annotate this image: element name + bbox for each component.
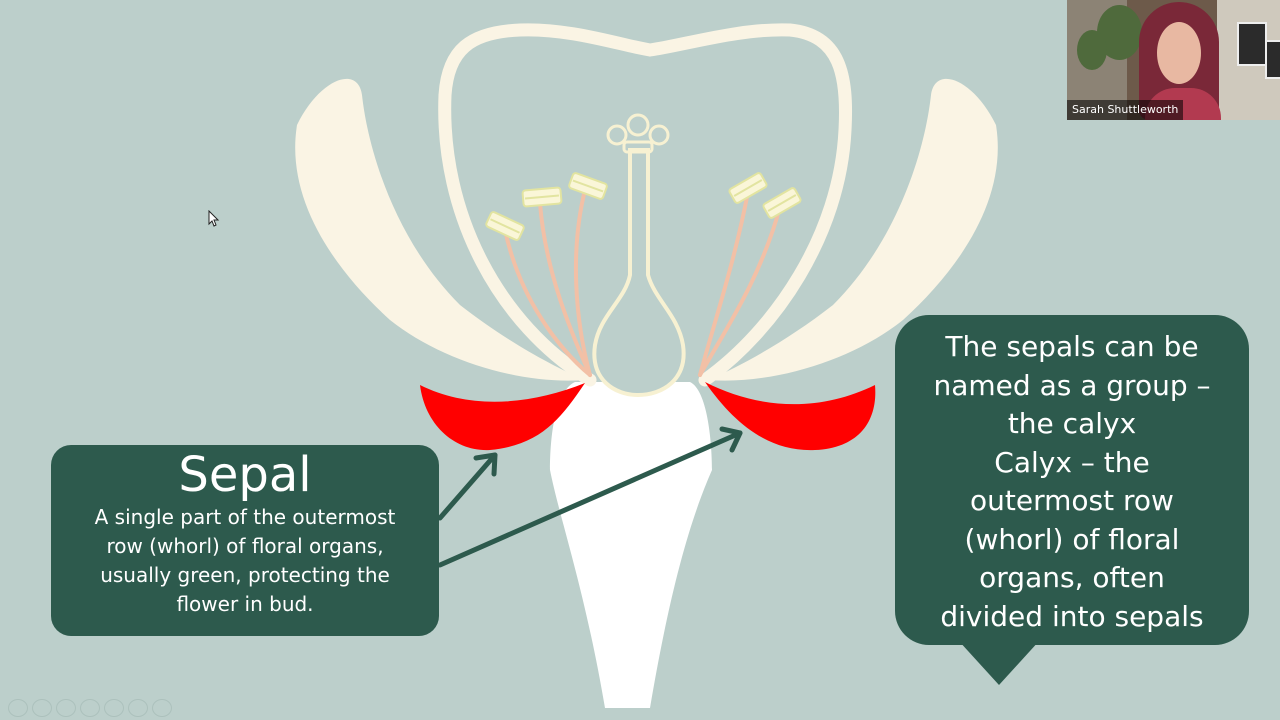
note-line: outermost row	[970, 484, 1174, 517]
stigma-base	[622, 140, 654, 154]
slides-icon[interactable]	[128, 699, 148, 717]
participant-video-tile[interactable]: Sarah Shuttleworth	[1067, 0, 1280, 120]
note-line: the calyx	[1007, 407, 1137, 440]
note-line: divided into sepals	[940, 599, 1204, 633]
plant	[1077, 30, 1107, 70]
stigma	[606, 113, 670, 146]
presentation-toolbar[interactable]	[8, 699, 172, 717]
pen-icon[interactable]	[32, 699, 52, 717]
wall-frame	[1237, 22, 1267, 66]
petal-right	[708, 78, 998, 381]
pistil	[592, 148, 686, 398]
receptacle	[550, 382, 712, 708]
sepal-definition-box: Sepal A single part of the outermost row…	[51, 445, 439, 636]
bubble-tail	[958, 640, 1040, 685]
calyx-note-bubble: The sepals can be named as a group – the…	[895, 315, 1249, 645]
term-definition: A single part of the outermost row (whor…	[94, 505, 396, 616]
stamen-filaments	[503, 188, 782, 377]
wall-frame	[1265, 40, 1280, 79]
participant-name-label: Sarah Shuttleworth	[1067, 100, 1184, 120]
note-line: (whorl) of floral	[964, 522, 1180, 556]
petal-inner-outline	[438, 23, 852, 387]
arrow-to-right-sepal	[437, 426, 743, 568]
anthers	[485, 172, 802, 241]
note-line: organs, often	[979, 561, 1165, 594]
sepal-right	[705, 382, 876, 451]
note-line: The sepals can be	[945, 330, 1199, 363]
eraser-icon[interactable]	[80, 699, 100, 717]
note-line: named as a group –	[933, 368, 1211, 402]
participant-face	[1157, 22, 1201, 84]
more-icon[interactable]	[152, 699, 172, 717]
arrow-to-left-sepal	[437, 452, 498, 521]
calyx-note-text: The sepals can be named as a group – the…	[917, 328, 1227, 636]
pointer-icon[interactable]	[8, 699, 28, 717]
highlighter-icon[interactable]	[56, 699, 76, 717]
petal-left	[295, 78, 585, 381]
sepal-left	[420, 383, 585, 451]
term-title: Sepal	[178, 447, 312, 503]
note-line: Calyx – the	[994, 445, 1150, 479]
mouse-pointer-icon	[208, 210, 220, 227]
zoom-icon[interactable]	[104, 699, 124, 717]
